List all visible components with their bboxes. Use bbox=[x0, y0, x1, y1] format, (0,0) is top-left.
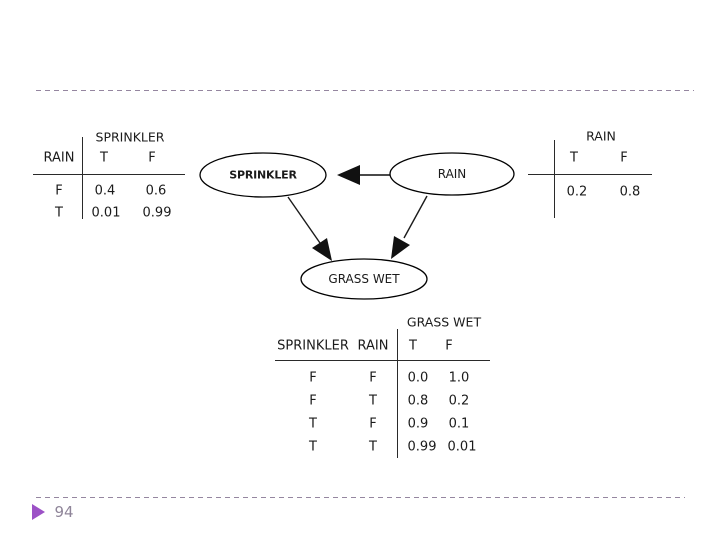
table-cell: 0.8 bbox=[407, 393, 429, 409]
rain-table-col-f: F bbox=[620, 150, 628, 166]
rain-table-title: RAIN bbox=[586, 128, 616, 144]
table-cell: F bbox=[309, 393, 317, 409]
table-cell: T bbox=[55, 205, 63, 221]
table-cell: 0.2 bbox=[448, 393, 470, 409]
table-cell: 0.99 bbox=[407, 439, 437, 455]
table-cell: T bbox=[369, 393, 377, 409]
node-rain bbox=[389, 152, 515, 196]
node-sprinkler-label: SPRINKLER bbox=[229, 168, 297, 182]
node-grasswet bbox=[300, 258, 428, 300]
table-cell: 0.01 bbox=[447, 439, 477, 455]
grasswet-table-title: GRASS WET bbox=[406, 314, 482, 330]
sprinkler-table-col-t: T bbox=[100, 150, 108, 166]
grasswet-table-col-t: T bbox=[409, 338, 417, 354]
table-cell: 0.99 bbox=[142, 205, 172, 221]
sprinkler-table-rowdim: RAIN bbox=[43, 150, 75, 166]
page-number: 94 bbox=[54, 503, 74, 521]
table-cell: 0.1 bbox=[448, 416, 470, 432]
table-cell: 0.9 bbox=[407, 416, 429, 432]
grasswet-table-vline bbox=[397, 329, 398, 458]
rain-table-hline bbox=[528, 174, 652, 175]
page-marker-triangle-icon bbox=[32, 504, 45, 520]
node-rain-label: RAIN bbox=[437, 167, 467, 181]
node-grasswet-label: GRASS WET bbox=[328, 272, 400, 286]
table-cell: 0.4 bbox=[94, 183, 116, 199]
sprinkler-table-hline bbox=[33, 174, 185, 175]
sprinkler-table-vline bbox=[82, 137, 83, 219]
arrowhead-downleft-icon bbox=[391, 236, 410, 259]
table-cell: F bbox=[309, 370, 317, 386]
sprinkler-table-title: SPRINKLER bbox=[95, 129, 165, 145]
table-cell: 0.0 bbox=[407, 370, 429, 386]
rain-table-col-t: T bbox=[570, 150, 578, 166]
bayesian-network-diagram bbox=[199, 152, 515, 300]
table-cell: T bbox=[309, 416, 317, 432]
edge-sprinkler-to-grasswet bbox=[287, 196, 321, 244]
arrowhead-left-icon bbox=[337, 165, 360, 185]
grasswet-table-col-rain: RAIN bbox=[357, 338, 389, 354]
table-cell: T bbox=[369, 439, 377, 455]
table-cell: 0.2 bbox=[566, 184, 588, 200]
bottom-dashed-divider bbox=[36, 497, 685, 498]
rain-table-vline bbox=[554, 140, 555, 218]
grasswet-table-col-f: F bbox=[445, 338, 453, 354]
table-cell: 1.0 bbox=[448, 370, 470, 386]
top-dashed-divider bbox=[36, 90, 694, 91]
table-cell: F bbox=[55, 183, 63, 199]
node-sprinkler bbox=[199, 152, 327, 198]
table-cell: 0.6 bbox=[145, 183, 167, 199]
table-cell: F bbox=[369, 370, 377, 386]
table-cell: F bbox=[369, 416, 377, 432]
grasswet-table-hline bbox=[275, 360, 490, 361]
table-cell: T bbox=[309, 439, 317, 455]
table-cell: 0.01 bbox=[91, 205, 121, 221]
grasswet-table-col-sprinkler: SPRINKLER bbox=[277, 338, 349, 354]
sprinkler-table-col-f: F bbox=[148, 150, 156, 166]
table-cell: 0.8 bbox=[619, 184, 641, 200]
edge-rain-to-grasswet bbox=[403, 195, 428, 239]
arrowhead-downright-icon bbox=[312, 238, 332, 261]
